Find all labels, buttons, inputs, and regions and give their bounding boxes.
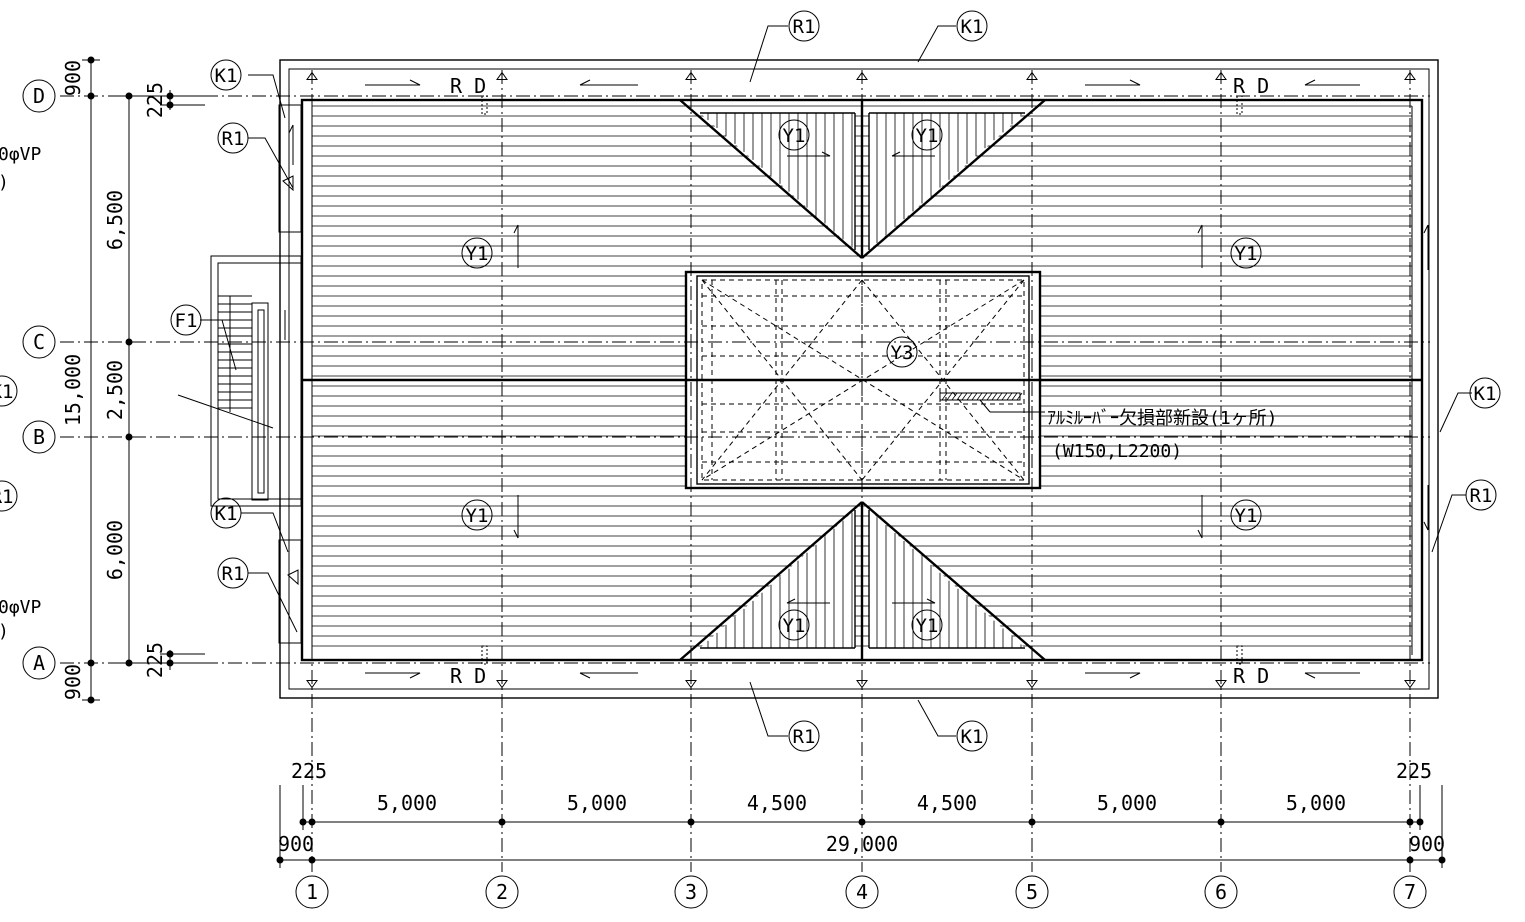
tag-y1-sw: Y1: [466, 505, 489, 527]
drain-label-bottom-right: R D: [1233, 664, 1269, 688]
tag-r1-right: R1: [1470, 485, 1493, 507]
dimensions-left: 900 900 15,000 6,500 2,500 6,000 225 225: [61, 56, 205, 704]
tag-y1-se: Y1: [1235, 505, 1258, 527]
grid-col-1: 1: [306, 880, 318, 904]
dim-bottom-total: 29,000: [826, 832, 898, 856]
tag-k1-left-edge: K1: [0, 381, 13, 403]
grid-row-markers: D C B A: [22, 79, 56, 680]
grid-lines: [60, 70, 1430, 872]
grid-row-b: B: [33, 425, 45, 449]
grid-col-4: 4: [856, 880, 868, 904]
tag-y1-ne: Y1: [1235, 243, 1258, 265]
louver-note-line2: (W150,L2200): [1052, 441, 1182, 462]
tag-f1: F1: [175, 310, 198, 332]
grid-column-markers: 1 2 3 4 5 6 7: [295, 875, 1427, 909]
tag-k1-left-top: K1: [215, 65, 238, 87]
grid-col-5: 5: [1026, 880, 1038, 904]
drain-label-bottom-left: R D: [450, 664, 486, 688]
grid-col-7: 7: [1404, 880, 1416, 904]
roof-drains: R D R D R D R D: [450, 74, 1269, 688]
grid-row-d: D: [33, 84, 45, 108]
drain-label-top-left: R D: [450, 74, 486, 98]
tag-y1-nw: Y1: [466, 243, 489, 265]
dimensions-bottom: 5,000 5,000 4,500 4,500 5,000 5,000 29,0…: [276, 759, 1446, 868]
left-pipe-paren-1: ): [0, 172, 9, 193]
grid-row-c: C: [33, 330, 45, 354]
dim-bottom-small-left: 225: [291, 759, 327, 783]
tag-r1-left-edge: R1: [0, 486, 13, 508]
tag-y1-top-right: Y1: [916, 125, 939, 147]
dim-left-offset-bottom: 900: [61, 664, 85, 700]
dim-bottom-large-left: 900: [278, 832, 314, 856]
dim-left-span-3: 6,000: [103, 520, 127, 580]
left-pipe-label-2: 0φVP: [0, 597, 42, 618]
tag-r1-left-bottom: R1: [222, 563, 245, 585]
tag-y1-top-left: Y1: [783, 125, 806, 147]
drain-label-top-right: R D: [1233, 74, 1269, 98]
dim-left-span-1: 6,500: [103, 190, 127, 250]
dim-left-span-2: 2,500: [103, 360, 127, 420]
tag-k1-right: K1: [1474, 383, 1497, 405]
dim-bottom-span-3: 4,500: [747, 791, 807, 815]
dim-bottom-span-6: 5,000: [1286, 791, 1346, 815]
left-pipe-label-1: 0φVP: [0, 144, 42, 165]
dim-left-total: 15,000: [61, 354, 85, 426]
dim-left-small-top: 225: [143, 82, 167, 118]
grid-row-a: A: [33, 651, 45, 675]
grid-col-6: 6: [1215, 880, 1227, 904]
dim-bottom-small-right: 225: [1396, 759, 1432, 783]
dim-bottom-large-right: 900: [1409, 832, 1445, 856]
left-pipe-paren-2: ): [0, 621, 9, 642]
louver-note-line1: ｱﾙﾐﾙｰﾊﾞｰ欠損部新設(1ヶ所): [1047, 408, 1278, 429]
dim-left-offset-top: 900: [61, 60, 85, 96]
tag-k1-left-bottom: K1: [215, 503, 238, 525]
tag-y1-bottom-right: Y1: [916, 615, 939, 637]
louver-area: [684, 270, 1045, 490]
tag-y3: Y3: [891, 342, 914, 364]
dim-bottom-span-2: 5,000: [567, 791, 627, 815]
tag-k1-bottom: K1: [961, 726, 984, 748]
drain-markers: [306, 71, 1416, 689]
tag-r1-top: R1: [793, 16, 816, 38]
tag-y1-bottom-left: Y1: [783, 615, 806, 637]
tag-r1-bottom: R1: [793, 726, 816, 748]
dim-bottom-span-5: 5,000: [1097, 791, 1157, 815]
grid-col-2: 2: [496, 880, 508, 904]
flow-arrows: [282, 79, 1429, 679]
spec-tags: R1 K1 R1 K1 K1 R1 F1 K1 R1 K1: [170, 10, 1501, 752]
dim-bottom-span-1: 5,000: [377, 791, 437, 815]
tag-k1-top: K1: [961, 16, 984, 38]
dim-bottom-span-4: 4,500: [917, 791, 977, 815]
dim-left-small-bottom: 225: [143, 642, 167, 678]
grid-col-3: 3: [685, 880, 697, 904]
tag-r1-left-top: R1: [222, 128, 245, 150]
